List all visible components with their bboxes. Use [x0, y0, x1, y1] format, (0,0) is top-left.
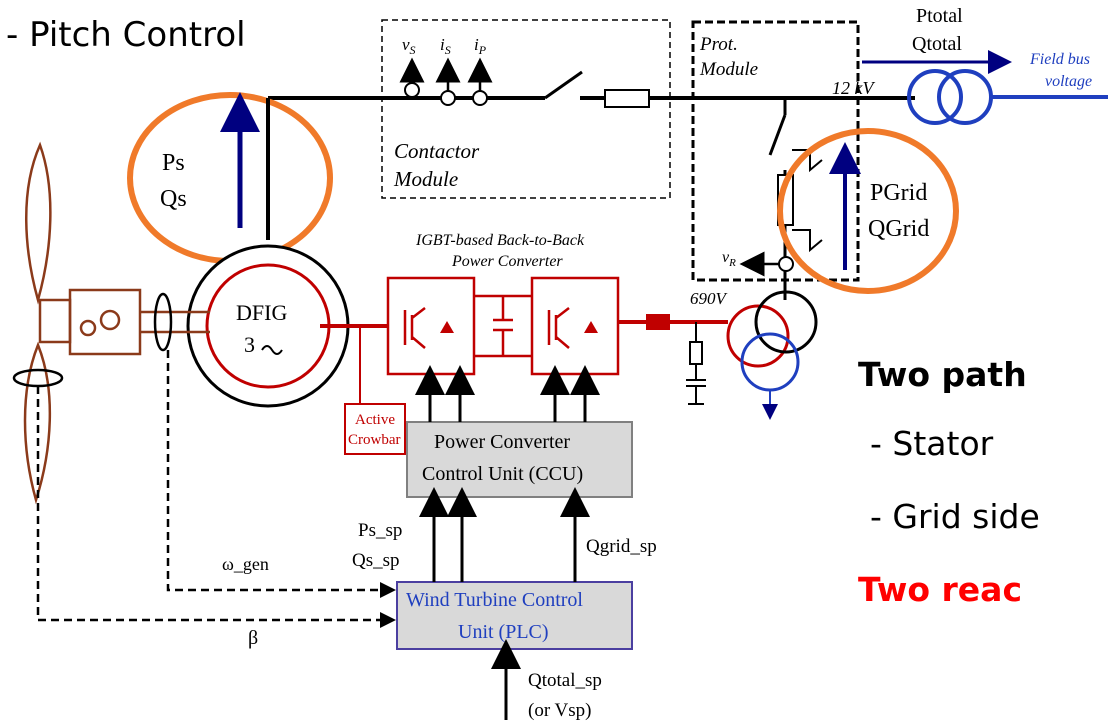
vs-label: vS: [402, 35, 416, 57]
diode-2: [584, 321, 598, 333]
ps-label: Ps: [162, 150, 185, 176]
active-label: Active: [355, 412, 395, 428]
grid-inductor: [646, 314, 670, 330]
wtcu-label-1: Wind Turbine Control: [406, 589, 583, 611]
igbt-converter: [386, 276, 620, 376]
feedback-arrow-2: [380, 612, 396, 628]
stator-text: - Stator: [870, 424, 994, 463]
ccu-label-1: Power Converter: [434, 431, 570, 453]
omega-gen-label: ω_gen: [222, 554, 269, 574]
wtcu-label-2: Unit (PLC): [458, 621, 549, 643]
pgrid-ellipse: [777, 128, 959, 294]
vr-label: vR: [722, 249, 736, 269]
wtcu-box: [396, 581, 633, 650]
grid-branch-switch: [768, 114, 787, 156]
ccu-box: [406, 421, 633, 498]
feedback-arrow-1: [380, 582, 396, 598]
active-crowbar-box: [344, 403, 406, 455]
dfig-phases: 3: [244, 332, 255, 357]
ps-ellipse: [127, 92, 333, 264]
ccu-label-2: Control Unit (CCU): [422, 463, 583, 485]
two-paths-text: Two path: [858, 355, 1027, 394]
turbine-blade: [12, 141, 64, 505]
qs-sp-label: Qs_sp: [352, 550, 400, 571]
protection-thyristors: [792, 149, 823, 253]
sensor-is: [435, 57, 461, 106]
sensor-ip: [467, 57, 493, 106]
kv12-label: 12 kV: [832, 78, 875, 98]
crowbar-label: Crowbar: [348, 432, 401, 448]
feedback-dashed-lines: [36, 350, 380, 622]
sensor-vs: [399, 57, 425, 98]
grid-filter-rc: [686, 322, 706, 405]
sensor-vr: [739, 251, 794, 277]
v690-label: 690V: [690, 289, 729, 308]
grid-side-text: - Grid side: [870, 497, 1040, 536]
igbt-label-2: Power Converter: [451, 253, 563, 270]
qgrid-sp-label: Qgrid_sp: [586, 536, 657, 557]
ccu-to-converter-arrows: [415, 365, 600, 422]
ac-symbol: [261, 345, 283, 355]
contactor-module-box: [381, 19, 671, 199]
igbt-label-1: IGBT-based Back-to-Back: [415, 232, 585, 249]
wtcu-to-ccu-arrows: [419, 487, 590, 582]
contactor-label-2: Module: [393, 167, 458, 191]
prot-label-1: Prot.: [699, 34, 738, 55]
is-label: iS: [440, 35, 451, 57]
qtotal-sp-label: Qtotal_sp: [528, 670, 602, 691]
contactor-label-1: Contactor: [394, 139, 480, 163]
three-winding-transformer: [726, 290, 818, 420]
fieldbus-label-2: voltage: [1045, 73, 1092, 90]
qtotal-label: Qtotal: [912, 33, 962, 55]
pgrid-label: PGrid: [870, 180, 927, 206]
ip-label: iP: [474, 35, 487, 57]
prot-label-2: Module: [699, 59, 758, 80]
ps-sp-label: Ps_sp: [358, 520, 402, 541]
diode-1: [440, 321, 454, 333]
fuse: [604, 89, 650, 108]
qs-label: Qs: [160, 186, 187, 212]
beta-label: β: [248, 627, 258, 649]
shaft-and-gearbox: [38, 288, 210, 356]
grid-transformer: [907, 69, 1108, 125]
two-reac-text: Two reac: [858, 570, 1022, 609]
fieldbus-label-1: Field bus: [1029, 51, 1090, 68]
busbar-switch: [544, 70, 583, 100]
ptotal-label: Ptotal: [916, 5, 963, 27]
vsp-label: (or Vsp): [528, 700, 592, 721]
pitch-control-text: - Pitch Control: [6, 15, 246, 55]
qgrid-label: QGrid: [868, 216, 929, 242]
dfig-label: DFIG: [236, 300, 287, 325]
